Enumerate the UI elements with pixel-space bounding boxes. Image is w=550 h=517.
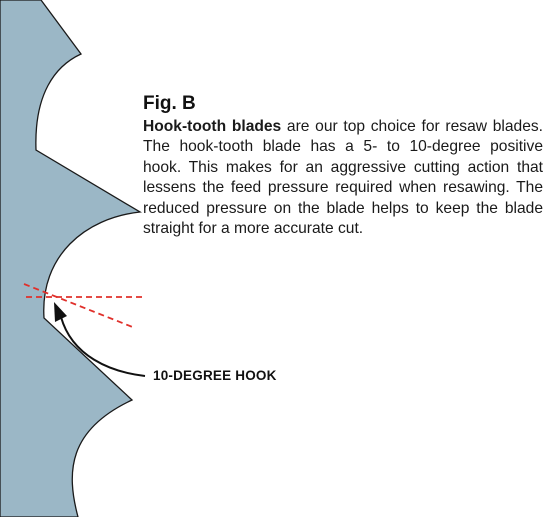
callout-arrowhead-icon — [54, 302, 67, 322]
caption-body: are our top choice for resaw blades. The… — [143, 118, 543, 238]
figure-title: Fig. B — [143, 93, 196, 114]
hook-angle-label: 10-DEGREE HOOK — [153, 368, 277, 383]
figure-caption: Hook-tooth blades are our top choice for… — [143, 117, 543, 239]
caption-lead: Hook-tooth blades — [143, 118, 282, 135]
bandsaw-blade — [0, 0, 142, 517]
callout-arrow-line — [60, 316, 146, 377]
